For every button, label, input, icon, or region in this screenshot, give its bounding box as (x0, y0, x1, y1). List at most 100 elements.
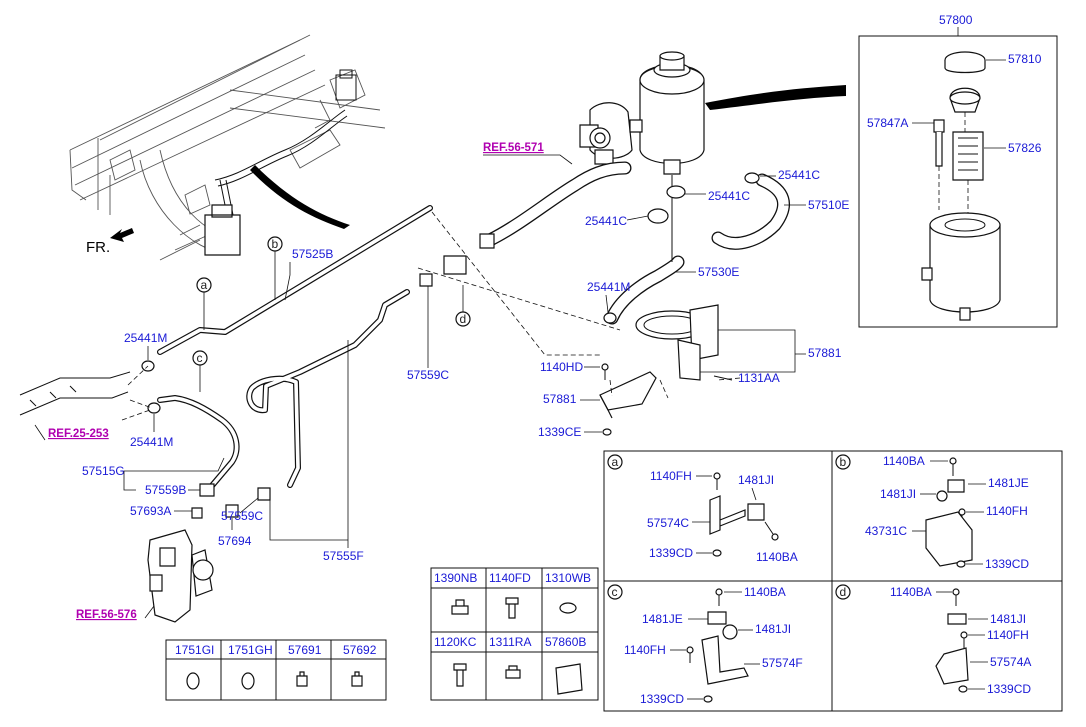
detail-a-57574C: 57574C (647, 516, 689, 530)
steering-gear-sketch (204, 204, 241, 256)
nut-icon (505, 665, 521, 679)
detail-d-panel: d 1140BA 1481JI 1140FH 57574A 1339CD (835, 584, 1031, 696)
frame-pointer-wedge (250, 165, 350, 229)
detail-d-1339CD: 1339CD (987, 682, 1031, 696)
label-57810: 57810 (1008, 52, 1042, 66)
label-57694: 57694 (218, 534, 252, 548)
detail-d-1140BA: 1140BA (890, 585, 932, 599)
label-25441C-mid: 25441C (708, 189, 750, 203)
steering-gear-illustration (147, 529, 214, 623)
table-header-1310WB: 1310WB (545, 571, 591, 585)
o-ring-icon (186, 672, 200, 690)
detail-c-1339CD: 1339CD (640, 692, 684, 706)
table-header-57692: 57692 (343, 643, 377, 657)
reservoir-bracket (599, 304, 719, 419)
table-header-1751GH: 1751GH (228, 643, 273, 657)
bolt-icon (505, 597, 519, 619)
vehicle-frame-illustration (69, 34, 386, 261)
label-57555F: 57555F (323, 549, 364, 563)
detail-a-panel: a 1140FH 1481JI 57574C 1339CD 1140BA (607, 454, 798, 564)
small-parts-table-left: 1751GI 1751GH 57691 57692 (165, 639, 387, 701)
label-57559B: 57559B (145, 483, 186, 497)
label-57525B: 57525B (292, 247, 333, 261)
screw-icon (453, 663, 467, 687)
reservoir-illustration (629, 51, 705, 175)
callout-a: a (201, 278, 208, 292)
label-25441C-top: 25441C (778, 168, 820, 182)
table-header-57691: 57691 (288, 643, 322, 657)
table-header-1120KC: 1120KC (434, 635, 477, 649)
table-header-1751GI: 1751GI (175, 643, 214, 657)
label-57530E: 57530E (698, 265, 739, 279)
detail-b-1481JI: 1481JI (880, 487, 916, 501)
detail-b-letter: b (840, 455, 847, 469)
washer-icon (559, 602, 577, 614)
detail-a-1339CD: 1339CD (649, 546, 693, 560)
label-57515G: 57515G (82, 464, 125, 478)
detail-d-1481JI: 1481JI (990, 612, 1026, 626)
table-header-1390NB: 1390NB (434, 571, 477, 585)
ref-56-571-link[interactable]: REF.56-571 (483, 142, 544, 154)
table-header-1140FD: 1140FD (489, 571, 531, 585)
detail-a-1140FH: 1140FH (650, 469, 692, 483)
label-57559C-upper: 57559C (407, 368, 449, 382)
detail-b-1140BA: 1140BA (883, 454, 925, 468)
front-direction-label: FR. (86, 239, 110, 256)
reservoir-callout-wedge (705, 85, 846, 110)
table-header-57860B: 57860B (545, 635, 586, 649)
detail-c-1481JE: 1481JE (642, 612, 683, 626)
detail-d-letter: d (840, 585, 847, 599)
detail-b-panel: b 1140BA 1481JI 1481JE 1140FH 43731C 133… (835, 454, 1029, 571)
detail-c-1140FH: 1140FH (624, 643, 666, 657)
callout-c: c (197, 351, 203, 365)
fitting-icon (296, 671, 308, 687)
callout-b: b (272, 237, 279, 251)
front-direction-marker: FR. (86, 228, 134, 256)
ref-56-576-link[interactable]: REF.56-576 (76, 609, 137, 621)
label-57881-left: 57881 (543, 392, 577, 406)
label-25441M-upper: 25441M (124, 331, 167, 345)
reservoir-exploded-parts (921, 51, 1001, 321)
grommet-icon (451, 599, 469, 615)
callout-d: d (460, 312, 467, 326)
label-1131AA: 1131AA (738, 371, 780, 385)
detail-c-1481JI: 1481JI (755, 622, 791, 636)
detail-c-panel: c 1140BA 1481JE 1481JI 1140FH 57574F 133… (607, 584, 803, 706)
detail-b-1339CD: 1339CD (985, 557, 1029, 571)
label-57559C-lower: 57559C (221, 509, 263, 523)
part-number-labels: 57800 57810 57847A 57826 25441C 25441C 2… (82, 13, 1042, 563)
front-arrow-icon (110, 228, 134, 242)
label-25441C-left: 25441C (585, 214, 627, 228)
label-57847A: 57847A (867, 116, 908, 130)
label-1339CE: 1339CE (538, 425, 581, 439)
ref-25-253-link[interactable]: REF.25-253 (48, 428, 109, 440)
small-parts-table-center: 1390NB 1140FD 1310WB 1120KC 1311RA 57860… (430, 567, 599, 701)
label-1140HD: 1140HD (540, 360, 583, 374)
detail-c-letter: c (612, 585, 618, 599)
hose-clamps (141, 172, 760, 414)
detail-d-1140FH: 1140FH (987, 628, 1029, 642)
detail-a-1481JI: 1481JI (738, 473, 774, 487)
detail-b-43731C: 43731C (865, 524, 907, 538)
detail-c-1140BA: 1140BA (744, 585, 786, 599)
label-25441M-right: 25441M (587, 280, 630, 294)
label-57881-right: 57881 (808, 346, 842, 360)
detail-b-1140FH: 1140FH (986, 504, 1028, 518)
detail-d-57574A: 57574A (990, 655, 1031, 669)
label-25441M-lower: 25441M (130, 435, 173, 449)
detail-b-1481JE: 1481JE (988, 476, 1029, 490)
fitting-icon (351, 671, 363, 687)
cooler-line-sketch (19, 365, 153, 421)
label-57510E: 57510E (808, 198, 849, 212)
detail-c-57574F: 57574F (762, 656, 803, 670)
label-57693A: 57693A (130, 504, 171, 518)
pressure-and-return-lines (157, 205, 467, 519)
table-header-1311RA: 1311RA (489, 635, 531, 649)
steering-pump-illustration (579, 102, 633, 165)
dashed-link-line (431, 211, 600, 356)
detail-a-1140BA: 1140BA (756, 550, 798, 564)
label-57826: 57826 (1008, 141, 1042, 155)
label-57800: 57800 (939, 13, 973, 27)
pad-icon (555, 663, 583, 695)
